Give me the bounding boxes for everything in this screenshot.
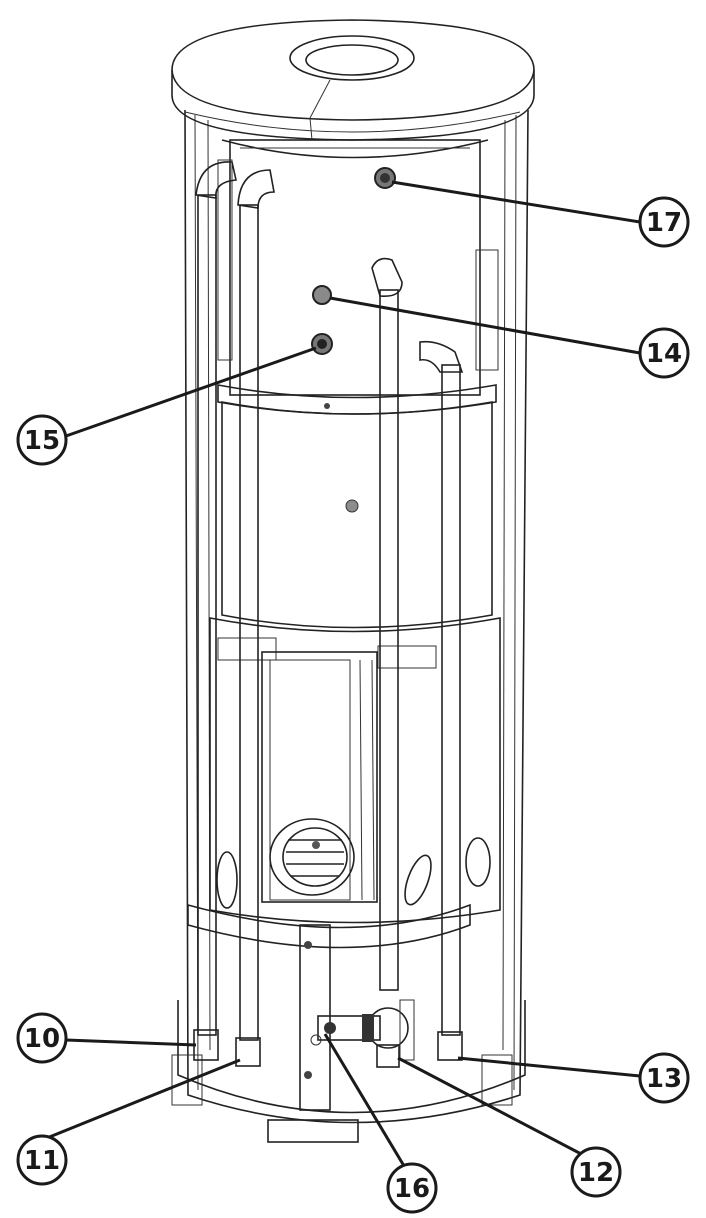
callout-10: 10 <box>16 1012 68 1064</box>
callout-11-label: 11 <box>24 1146 60 1176</box>
callout-17: 17 <box>638 196 690 248</box>
callout-13: 13 <box>638 1052 690 1104</box>
leader-lines <box>41 180 641 1177</box>
fittings <box>311 167 396 409</box>
upper-tank <box>217 139 499 396</box>
outer-casing <box>184 109 529 1124</box>
callout-16-label: 16 <box>394 1174 430 1204</box>
base <box>171 903 526 1143</box>
callout-14-label: 14 <box>646 339 682 369</box>
callout-12-label: 12 <box>578 1158 614 1188</box>
mid-tank <box>221 401 493 629</box>
callout-15-label: 15 <box>24 426 60 456</box>
callout-13-label: 13 <box>646 1064 682 1094</box>
callout-17-label: 17 <box>646 208 682 238</box>
callout-15: 15 <box>16 414 68 466</box>
callout-10-label: 10 <box>24 1024 60 1054</box>
top-cover <box>171 19 535 141</box>
callout-16: 16 <box>386 1162 438 1214</box>
callout-11: 11 <box>16 1134 68 1186</box>
callout-14: 14 <box>638 327 690 379</box>
callout-12: 12 <box>570 1146 622 1198</box>
pipes <box>193 161 464 1068</box>
lower-chamber <box>209 617 501 924</box>
tank-ring <box>217 384 497 415</box>
